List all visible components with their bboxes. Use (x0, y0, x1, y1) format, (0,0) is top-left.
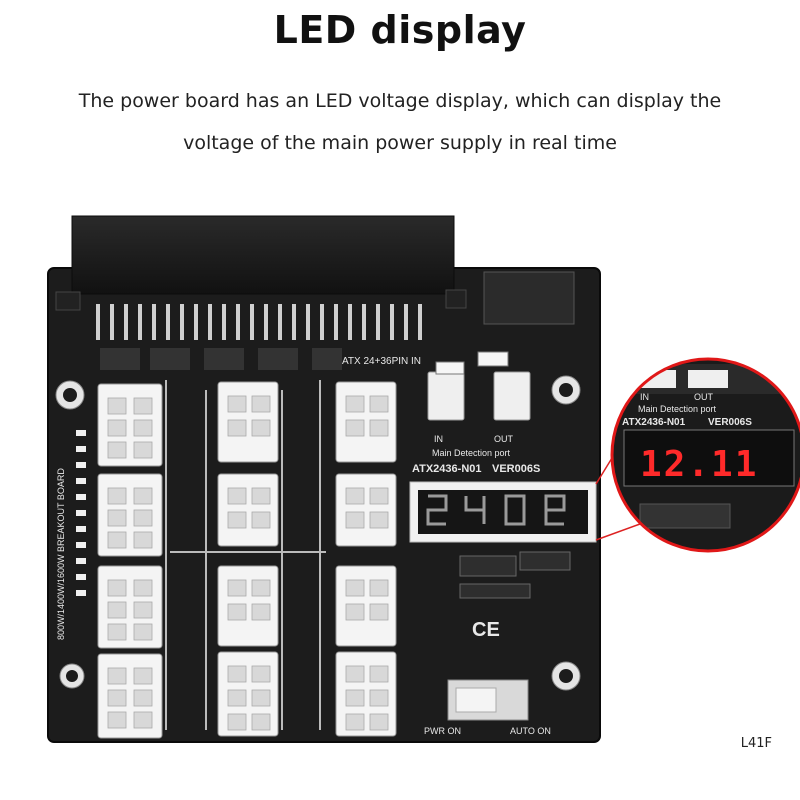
detection-port-connectors (427, 371, 531, 421)
board-port-in: IN (434, 434, 443, 444)
pad-grid (100, 348, 342, 370)
pwr-on-label: PWR ON (424, 726, 461, 736)
board-model: ATX2436-N01 (412, 463, 482, 475)
product-code: L41F (740, 736, 772, 751)
subtitle-line-2: voltage of the main power supply in real… (183, 132, 617, 154)
pcb-board: CE 800W/1400W/1600W BREAKOUT BOARD ATX 2… (47, 215, 601, 743)
indicator-leds (76, 430, 86, 596)
atx-in-label: ATX 24+36PIN IN (342, 356, 421, 367)
page-title: LED display (273, 8, 527, 52)
relay (483, 271, 575, 325)
board-vertical-label: 800W/1400W/1600W BREAKOUT BOARD (56, 468, 66, 640)
board-detection-label: Main Detection port (432, 448, 511, 458)
board-port-out: OUT (494, 434, 514, 444)
zoom-version: VER006S (708, 417, 752, 428)
edge-pins (96, 304, 422, 340)
ce-mark: CE (472, 619, 500, 641)
board-version: VER006S (492, 463, 540, 475)
zoom-port-in: IN (640, 392, 649, 402)
ic-chips (459, 551, 571, 599)
subtitle-line-1: The power board has an LED voltage displ… (78, 90, 722, 112)
zoom-model: ATX2436-N01 (622, 417, 686, 428)
zoom-led-reading: 12.11 (640, 444, 758, 485)
zoom-port-out: OUT (694, 392, 714, 402)
zoom-detection-label: Main Detection port (638, 404, 717, 414)
auto-on-label: AUTO ON (510, 726, 551, 736)
zoom-callout: IN OUT Main Detection port ATX2436-N01 V… (595, 357, 800, 553)
